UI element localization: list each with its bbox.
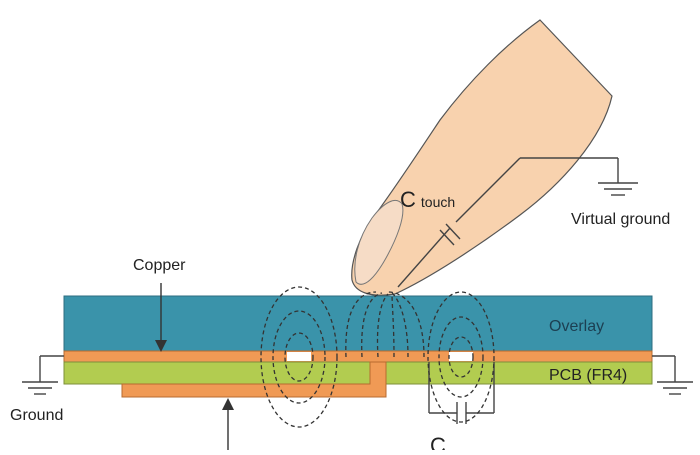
ground-label: Ground [10, 407, 63, 424]
bottom-trace-arrow [222, 398, 234, 450]
fingernail [354, 200, 404, 285]
copper-arrow [155, 283, 167, 352]
parasitic-capacitor [428, 362, 495, 424]
overlay-label: Overlay [549, 318, 604, 335]
sensor-gap-left [287, 352, 311, 361]
pcb-label: PCB (FR4) [549, 367, 627, 384]
virtual-ground-label: Virtual ground [571, 211, 670, 228]
finger-shape [351, 19, 613, 296]
sensor-gap-right [449, 352, 473, 361]
copper-label: Copper [133, 257, 186, 274]
virtual-ground-connection [397, 157, 638, 288]
copper-top-layer [63, 350, 653, 363]
c-touch-main: C [400, 187, 416, 212]
ground-right [652, 355, 693, 395]
copper-bottom-trace [121, 361, 387, 398]
c-touch-capacitor-symbol [439, 223, 461, 246]
ground-left [22, 355, 64, 395]
c-bottom-label: C [430, 433, 446, 450]
field-lines [260, 286, 495, 428]
c-touch-sub: touch [421, 194, 455, 210]
finger [351, 19, 613, 296]
